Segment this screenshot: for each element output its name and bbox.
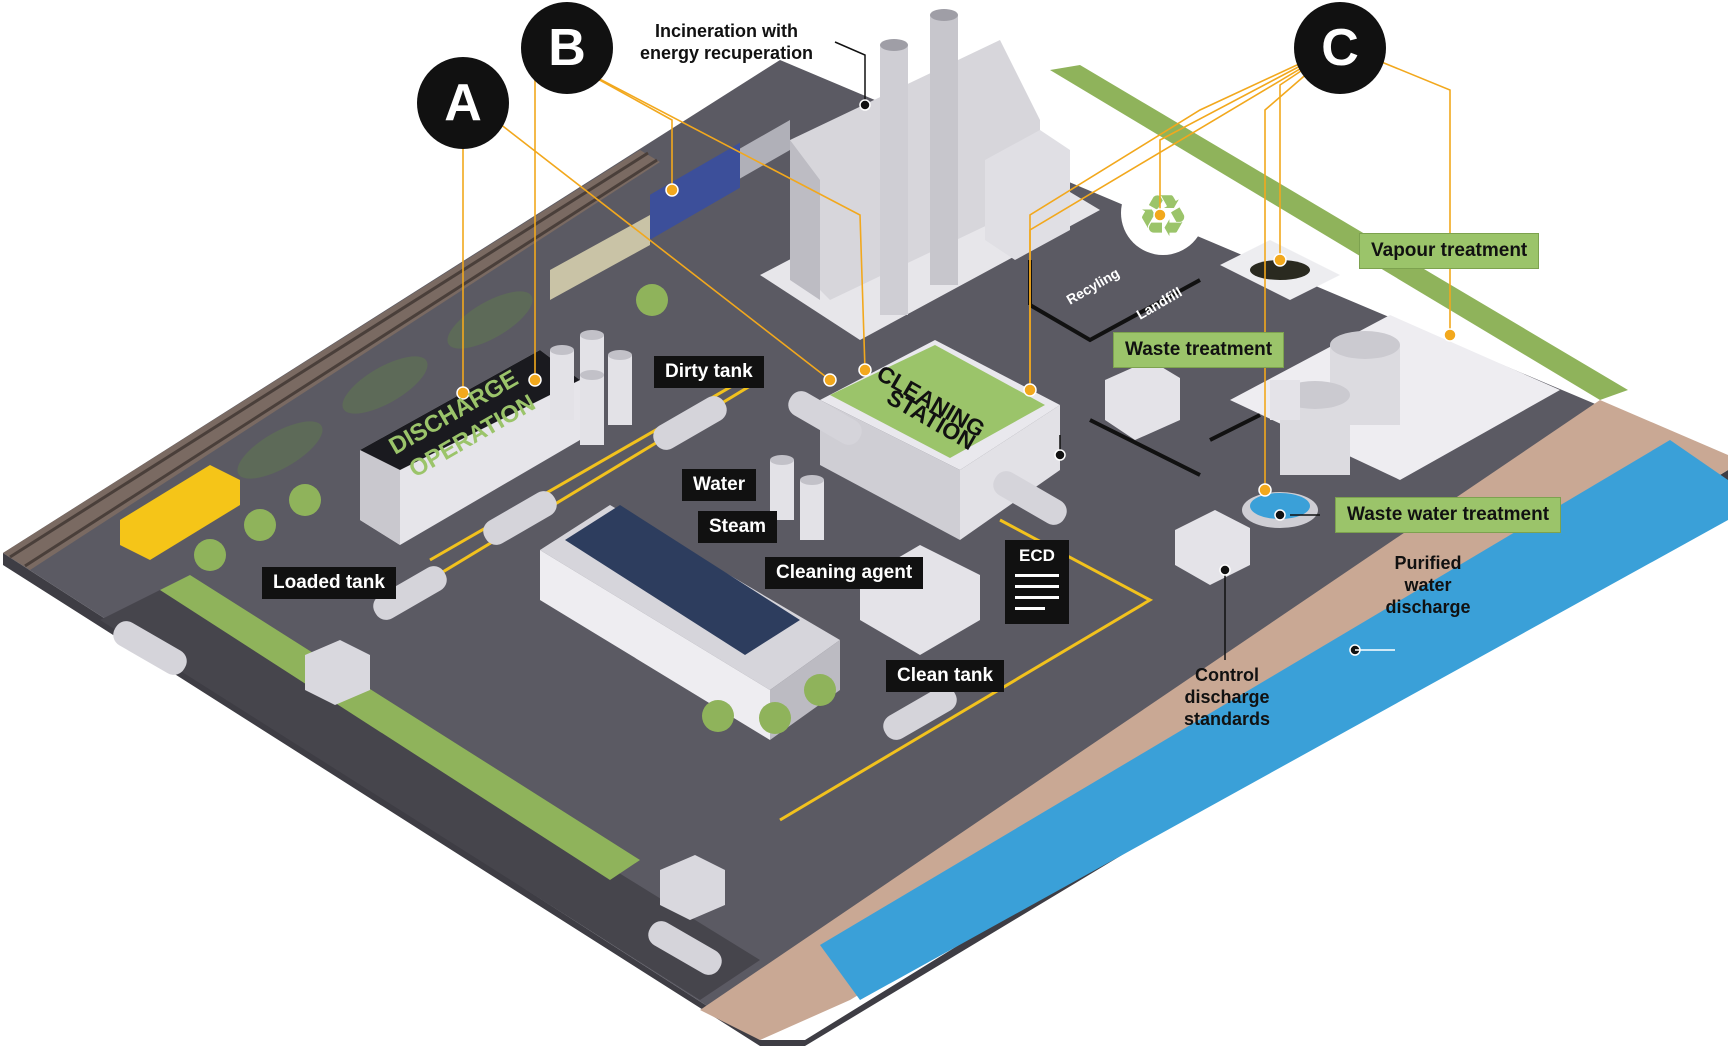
waste-water-treatment-label: Waste water treatment xyxy=(1335,497,1562,533)
control-discharge-line-1: Control xyxy=(1195,665,1259,685)
control-discharge-line-3: standards xyxy=(1183,709,1271,729)
incineration-label-line-1: Incineration with xyxy=(655,21,799,41)
incineration-label-line-2: energy recuperation xyxy=(640,43,814,63)
freight-train xyxy=(120,120,790,560)
incineration-label: Incineration with energy recuperation xyxy=(640,20,813,64)
railway xyxy=(3,150,660,570)
loaded-tank-label: Loaded tank xyxy=(262,567,396,599)
ecd-label: ECD xyxy=(1019,546,1055,565)
vapour-tanks xyxy=(1230,315,1560,480)
control-discharge-label: Control discharge standards xyxy=(1172,664,1282,730)
cleaning-station xyxy=(820,340,1060,540)
gatehouse xyxy=(305,640,370,705)
water-label: Water xyxy=(682,469,757,501)
purified-water-line-2: water xyxy=(1404,575,1452,595)
incineration-plant xyxy=(760,9,1100,340)
waste-treatment-building xyxy=(1105,360,1180,440)
ecd-document: ECD xyxy=(1005,540,1069,624)
document-icon-line xyxy=(1015,574,1059,577)
river xyxy=(820,440,1728,1000)
steam-label: Steam xyxy=(698,511,778,543)
discharge-building xyxy=(360,350,580,545)
cleaning-agent-label: Cleaning agent xyxy=(765,557,924,589)
trees xyxy=(194,284,836,734)
purified-water-line-3: discharge xyxy=(1385,597,1471,617)
flow-lines xyxy=(1028,260,1261,477)
purified-water-label: Purified water discharge xyxy=(1378,552,1478,618)
dirty-tank-label: Dirty tank xyxy=(654,356,764,388)
locomotive xyxy=(120,465,240,560)
document-icon-line xyxy=(1015,607,1045,610)
document-icon-line xyxy=(1015,585,1059,588)
control-building xyxy=(1175,510,1250,585)
document-icon-line xyxy=(1015,596,1059,599)
purified-water-line-1: Purified xyxy=(1394,553,1462,573)
front-road xyxy=(100,590,760,1000)
discharge-sign-panel xyxy=(360,350,580,470)
black-dots xyxy=(859,99,1361,656)
marker-a: A xyxy=(417,57,509,149)
gatehouse xyxy=(660,855,725,920)
control-discharge-line-2: discharge xyxy=(1184,687,1270,707)
waste-treatment-label: Waste treatment xyxy=(1113,332,1285,368)
solar-panels xyxy=(565,505,800,655)
leader-dots xyxy=(456,183,1457,497)
tanker-trucks xyxy=(113,391,1067,975)
marker-b: B xyxy=(521,2,613,94)
clean-tank-label: Clean tank xyxy=(886,660,1005,692)
marker-c: C xyxy=(1294,2,1386,94)
storage-silos xyxy=(550,330,824,540)
front-grass xyxy=(160,575,640,880)
cleaning-sign-roof xyxy=(830,345,1045,458)
vapour-treatment-label: Vapour treatment xyxy=(1359,233,1540,269)
grass-strip-back xyxy=(1050,65,1628,400)
